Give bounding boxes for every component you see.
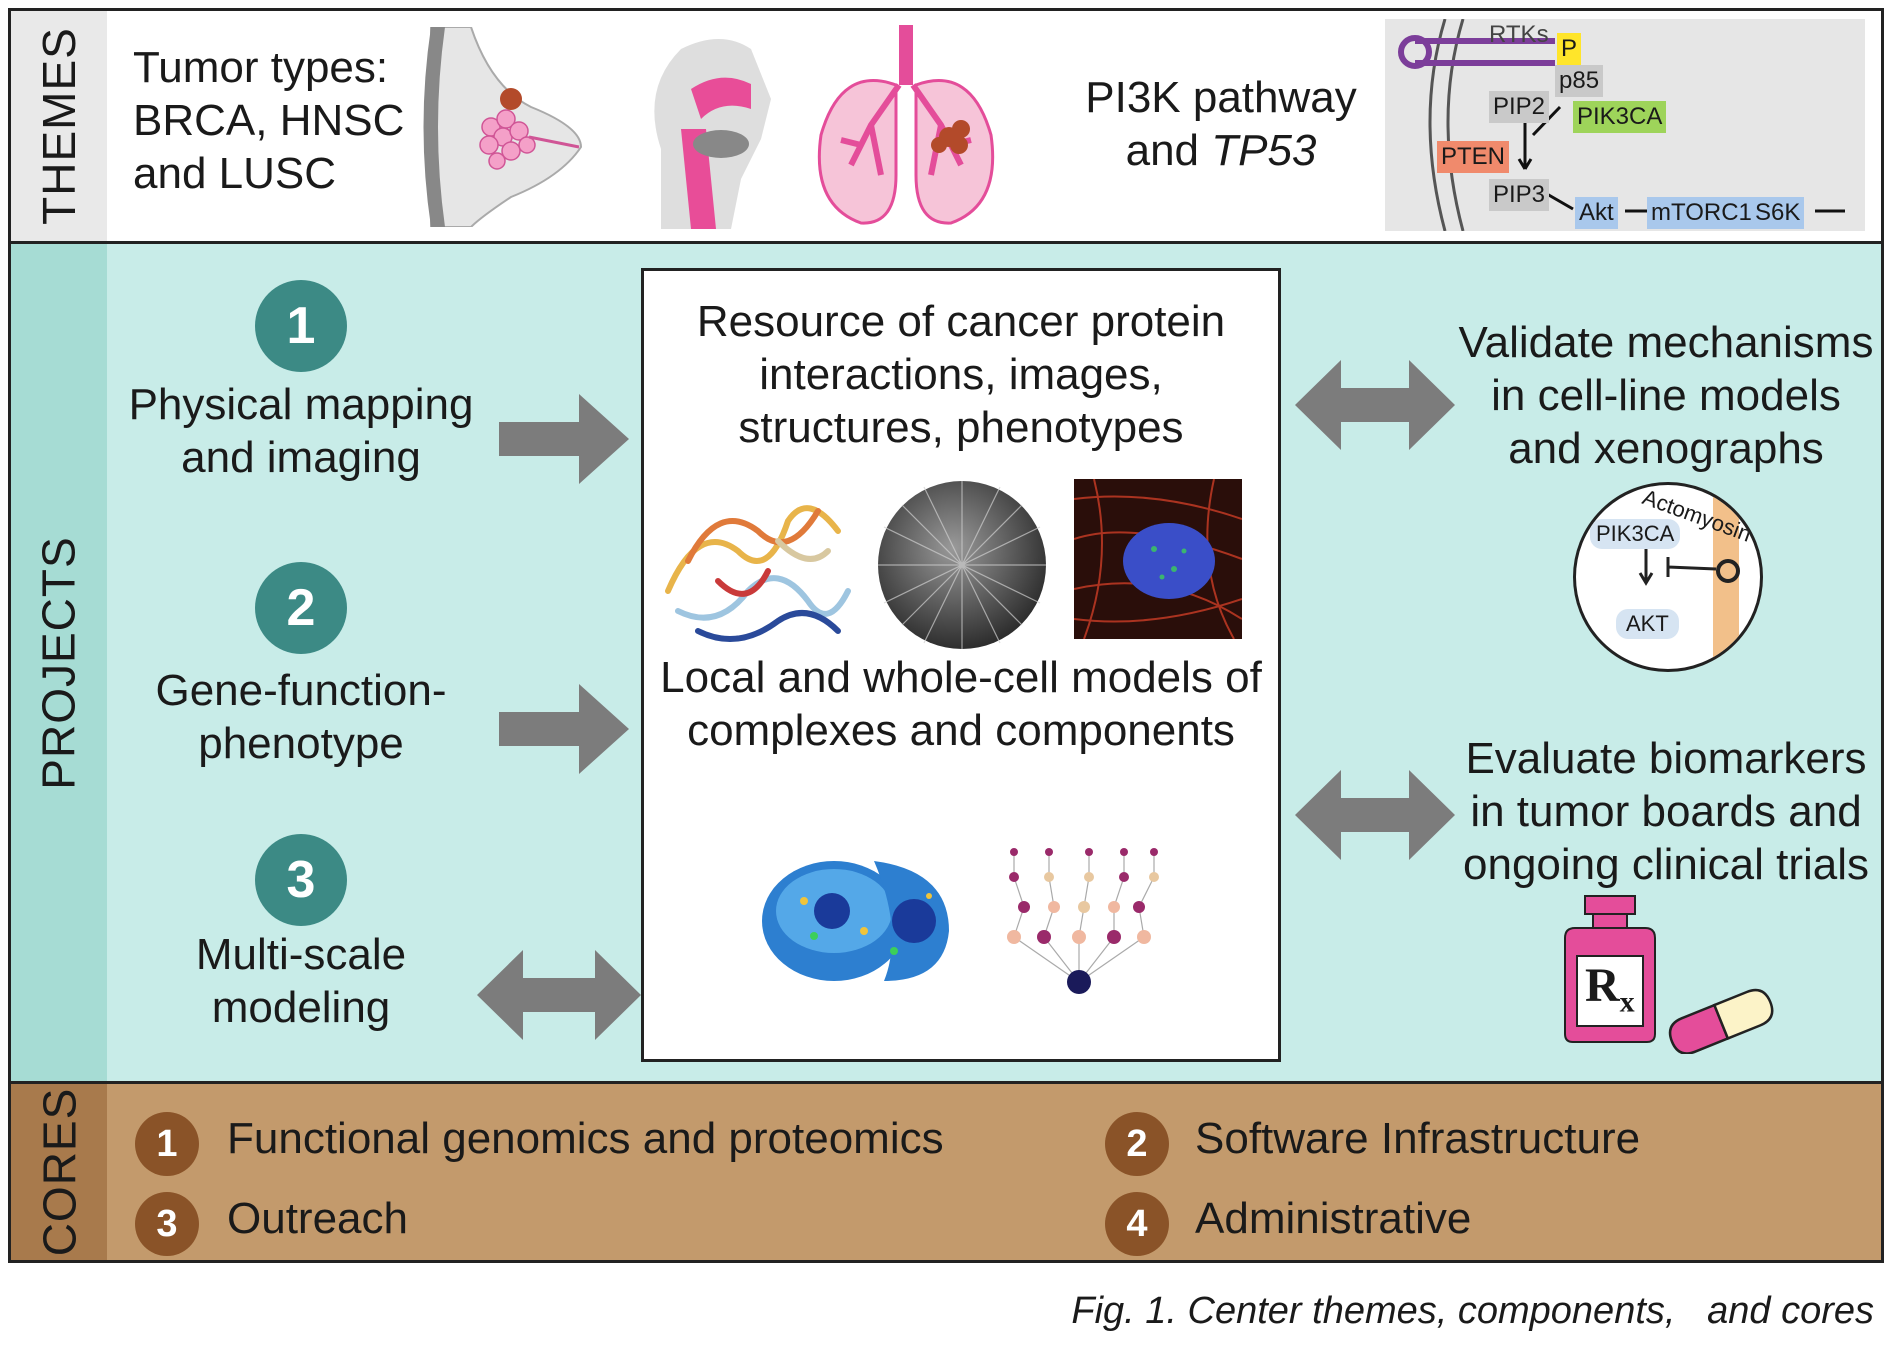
cores-side-label: CORES: [11, 1084, 107, 1260]
core-3-number: 3: [135, 1192, 199, 1256]
core-3-label: Outreach: [227, 1194, 408, 1243]
mtorc1-label: mTORC1: [1647, 197, 1756, 229]
validate-text: Validate mechanisms in cell-line models …: [1458, 318, 1874, 473]
pip3-label: PIP3: [1489, 179, 1550, 211]
evaluate-text: Evaluate biomarkers in tumor boards and …: [1463, 734, 1869, 889]
core-2-number: 2: [1105, 1112, 1169, 1176]
core-1-number: 1: [135, 1112, 199, 1176]
tp53-gene: TP53: [1211, 126, 1317, 175]
core-1-label: Functional genomics and proteomics: [227, 1114, 944, 1163]
project-1-label: Physical mapping and imaging: [128, 380, 474, 482]
core-2-label: Software Infrastructure: [1195, 1114, 1641, 1163]
s6k-label: S6K: [1751, 197, 1805, 229]
pi3k-pathway-diagram: RTKs P p85 PIP2 PIK3CA PTEN PIP3 Akt mTO…: [1385, 19, 1865, 231]
project-3-label: Multi-scale modeling: [195, 930, 407, 1032]
project-3-arrow-double: [477, 950, 641, 1040]
projects-side-label: PROJECTS: [11, 244, 107, 1081]
project-2-number: 2: [255, 562, 347, 654]
cell-model-image: [762, 861, 949, 981]
themes-band: THEMES Tumor types: BRCA, HNSC and LUSC: [8, 8, 1884, 244]
validate-arrow-double: [1295, 360, 1455, 450]
inset-akt-label: AKT: [1616, 609, 1679, 639]
pik3ca-label: PIK3CA: [1573, 101, 1667, 133]
cores-band: CORES 1 Functional genomics and proteomi…: [8, 1081, 1884, 1263]
pathway-title: PI3K pathway and TP53: [1085, 73, 1357, 175]
project-2-arrow-right: [499, 684, 629, 774]
project-1-arrow-right: [499, 394, 629, 484]
core-4-number: 4: [1105, 1192, 1169, 1256]
rtks-label: RTKs: [1489, 21, 1549, 48]
lung-illustration: [817, 25, 995, 225]
microscopy-image: [1074, 479, 1242, 639]
project-2-label: Gene-function- phenotype: [155, 666, 447, 768]
pip2-label: PIP2: [1489, 91, 1550, 123]
resource-top-text: Resource of cancer protein interactions,…: [696, 297, 1226, 452]
projects-band: PROJECTS 1 Physical mapping and imaging …: [8, 241, 1884, 1084]
inset-pik3ca-label: PIK3CA: [1590, 519, 1681, 549]
head-neck-illustration: [654, 39, 771, 229]
rx-bottle-icon: [1564, 895, 1656, 1043]
core-4-label: Administrative: [1195, 1194, 1472, 1243]
pill-capsule-icon: [1668, 988, 1774, 1054]
tumor-types-text: Tumor types: BRCA, HNSC and LUSC: [133, 43, 405, 198]
sphere-model-image: [878, 481, 1046, 649]
network-model-image: [1007, 848, 1159, 994]
p-label: P: [1557, 33, 1582, 65]
evaluate-arrow-double: [1295, 770, 1455, 860]
protein-structure-image: [665, 505, 851, 642]
figure-caption: Fig. 1. Center themes, components, and c…: [1071, 1290, 1874, 1332]
breast-illustration: [423, 27, 583, 227]
p85-label: p85: [1555, 65, 1604, 97]
akt-label: Akt: [1575, 197, 1618, 229]
resource-box: Resource of cancer protein interactions,…: [641, 268, 1281, 1062]
pten-label: PTEN: [1437, 141, 1510, 173]
actomyosin-inset: Actomyosin PIK3CA AKT: [1573, 482, 1763, 672]
resource-bottom-text: Local and whole-cell models of complexes…: [660, 653, 1262, 755]
project-1-number: 1: [255, 280, 347, 372]
rx-label: Rx: [1585, 959, 1635, 1019]
project-3-number: 3: [255, 834, 347, 926]
themes-side-label: THEMES: [11, 11, 107, 241]
